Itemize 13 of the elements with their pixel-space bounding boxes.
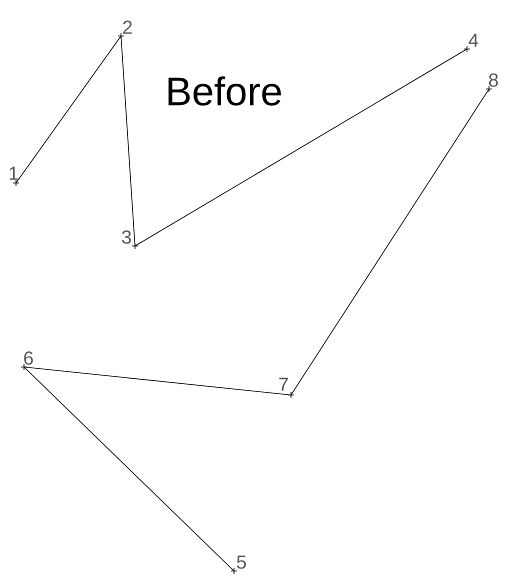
point-label: 3: [122, 230, 131, 244]
line: [290, 88, 490, 396]
point-label: 4: [468, 34, 478, 47]
point-label: 8: [489, 73, 498, 87]
point-label: 6: [24, 351, 33, 365]
line: [134, 48, 468, 246]
point-label: 5: [236, 556, 246, 569]
point-label: 2: [123, 20, 132, 34]
title: Before: [168, 76, 281, 106]
line: [16, 36, 122, 184]
line: [24, 366, 234, 572]
point-label: 7: [279, 378, 288, 391]
point-label: 1: [10, 166, 18, 180]
